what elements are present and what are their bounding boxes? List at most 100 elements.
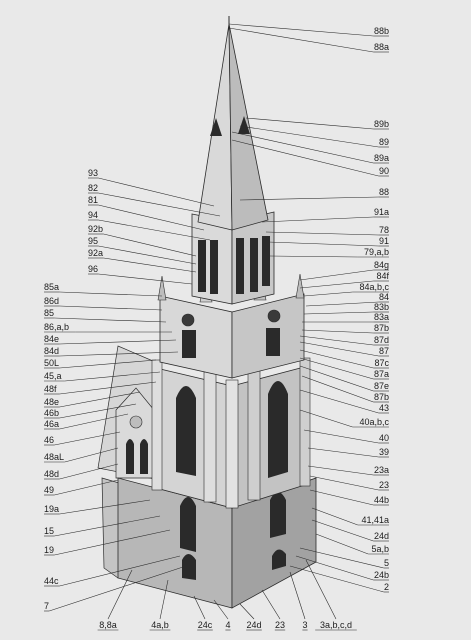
belfry-windows-left — [182, 330, 196, 358]
label-left-13: 84d — [44, 346, 59, 356]
belfry-windows-right — [266, 328, 280, 356]
label-left-9: 86d — [44, 296, 59, 306]
leader-left-19 — [59, 413, 129, 430]
label-right-12: 84f — [376, 271, 389, 281]
leader-left-1 — [98, 192, 221, 217]
label-right-7: 91a — [374, 207, 389, 217]
chapel-window-right — [140, 439, 148, 474]
leader-right-21 — [299, 357, 374, 380]
drum-window-2 — [210, 240, 218, 294]
leader-right-18 — [299, 335, 374, 346]
label-right-34: 5 — [384, 558, 389, 568]
label-right-31: 41,41a — [361, 515, 389, 525]
base-door-right — [270, 492, 286, 538]
leader-left-6 — [103, 257, 197, 273]
label-left-19: 46a — [44, 419, 59, 429]
label-left-6: 92a — [88, 248, 103, 258]
leader-left-14 — [59, 359, 157, 369]
drum-window-3 — [236, 238, 244, 294]
leader-left-9 — [59, 305, 163, 311]
label-left-7: 96 — [88, 264, 98, 274]
leader-left-7 — [98, 273, 193, 285]
leader-right-7 — [261, 216, 374, 223]
label-left-18: 46b — [44, 408, 59, 418]
leader-right-32 — [311, 519, 374, 542]
leader-bottom-0 — [107, 569, 133, 620]
label-right-19: 87 — [379, 346, 389, 356]
label-left-3: 94 — [88, 210, 98, 220]
leader-bottom-7 — [305, 559, 337, 620]
label-left-0: 93 — [88, 168, 98, 178]
leader-right-8 — [265, 231, 379, 236]
leader-left-5 — [98, 245, 197, 265]
leader-right-27 — [307, 447, 379, 458]
label-right-2: 89b — [374, 119, 389, 129]
leader-left-13 — [59, 351, 179, 357]
spire-lucarne-left — [210, 118, 222, 136]
leader-left-22 — [59, 463, 119, 480]
leader-right-12 — [299, 280, 374, 289]
label-left-27: 44c — [44, 576, 59, 586]
leader-bottom-2 — [193, 595, 206, 620]
leader-left-2 — [98, 204, 205, 231]
spire-lucarne-right — [238, 116, 250, 134]
leader-left-24 — [59, 499, 151, 515]
label-left-12: 84e — [44, 334, 59, 344]
buttress-right-outer — [299, 357, 311, 487]
label-left-16: 48f — [44, 384, 57, 394]
leader-left-27 — [59, 555, 181, 587]
label-left-5: 95 — [88, 236, 98, 246]
leader-left-26 — [54, 529, 171, 556]
buttress-left-outer — [151, 359, 163, 491]
leader-bottom-1 — [159, 579, 169, 620]
label-bottom-2: 24c — [198, 620, 213, 630]
leader-right-30 — [309, 489, 374, 506]
label-right-23: 87b — [374, 392, 389, 402]
leader-right-35 — [295, 555, 374, 581]
leader-left-3 — [98, 219, 211, 241]
label-left-17: 48e — [44, 397, 59, 407]
leader-left-8 — [59, 291, 163, 297]
pinnacle-right — [295, 273, 305, 299]
leader-bottom-3 — [213, 599, 229, 620]
leader-right-36 — [289, 565, 384, 593]
label-right-22: 87e — [374, 381, 389, 391]
leader-left-25 — [54, 515, 161, 537]
label-bottom-7: 3a,b,c,d — [320, 620, 352, 630]
tower-window-left — [176, 386, 196, 476]
label-left-14: 50L — [44, 358, 59, 368]
label-right-1: 88a — [374, 42, 389, 52]
label-bottom-3: 4 — [225, 620, 230, 630]
label-left-1: 82 — [88, 183, 98, 193]
label-right-3: 89 — [379, 137, 389, 147]
drum-window-4 — [250, 238, 258, 292]
leader-right-19 — [299, 341, 379, 357]
chapel-window-left — [126, 439, 134, 474]
leader-lines — [44, 23, 389, 631]
leader-left-16 — [59, 381, 157, 395]
leader-bottom-4 — [239, 603, 255, 620]
chapel-rose-window — [129, 415, 143, 429]
label-bottom-0: 8,8a — [99, 620, 117, 630]
buttress-right-inner — [247, 369, 261, 501]
label-layer: 88b88a89b8989a908891a789179,a,b84g84f84a… — [44, 26, 389, 630]
belfry-rose-right — [267, 309, 281, 323]
leader-left-0 — [98, 177, 215, 207]
leader-right-17 — [301, 329, 374, 334]
label-right-10: 79,a,b — [364, 247, 389, 257]
label-right-35: 24b — [374, 570, 389, 580]
label-bottom-6: 3 — [302, 620, 307, 630]
label-right-25: 40a,b,c — [359, 417, 389, 427]
leader-right-28 — [307, 465, 374, 476]
base-door-lower — [182, 554, 196, 580]
label-left-2: 81 — [88, 195, 98, 205]
leader-right-1 — [228, 27, 374, 53]
label-right-4: 89a — [374, 153, 389, 163]
label-right-21: 87a — [374, 369, 389, 379]
label-right-33: 5a,b — [371, 544, 389, 554]
label-right-27: 39 — [379, 447, 389, 457]
label-left-25: 15 — [44, 526, 54, 536]
label-bottom-4: 24d — [246, 620, 261, 630]
leader-right-5 — [231, 139, 379, 177]
drum-window-5 — [262, 236, 270, 286]
